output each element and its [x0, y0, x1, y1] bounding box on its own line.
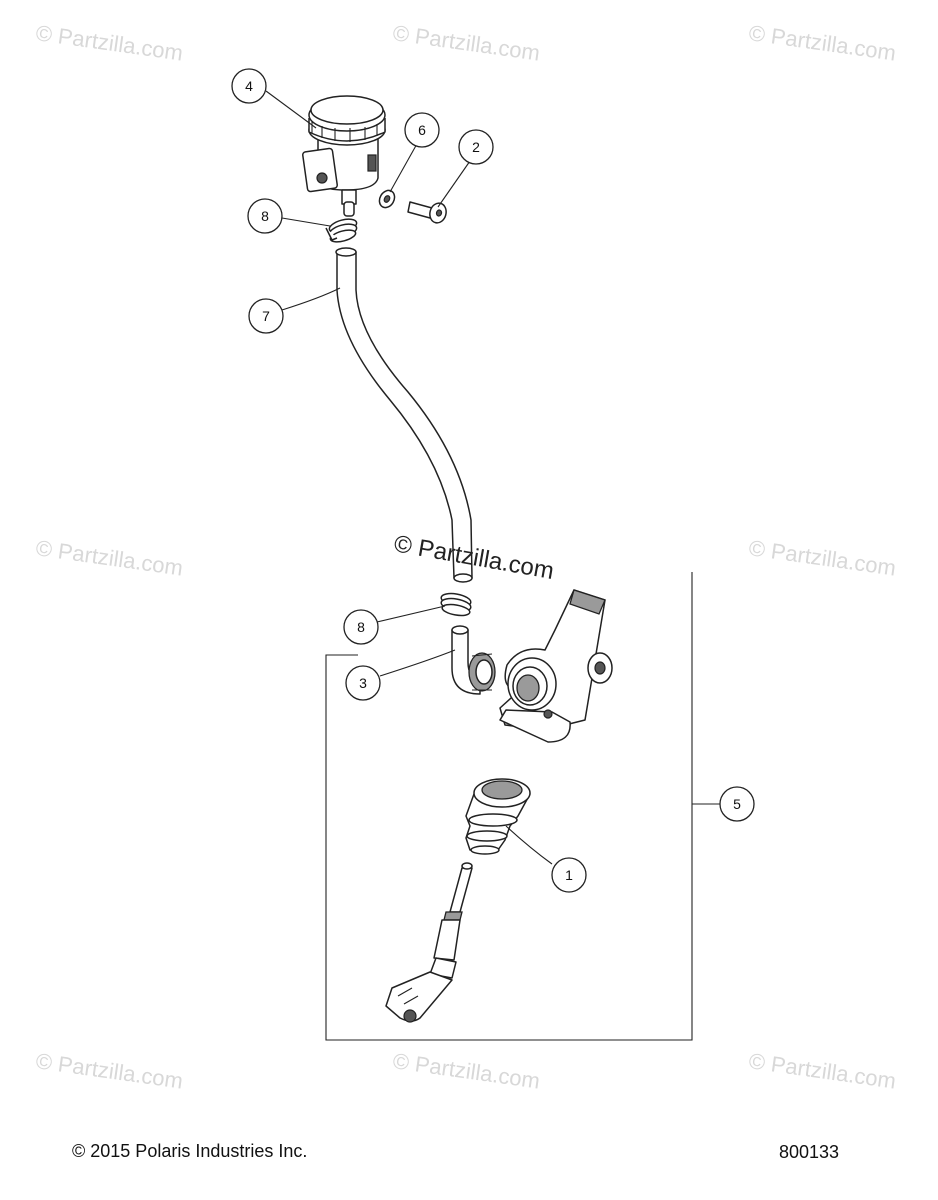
callout-label: 8 [357, 619, 365, 635]
callout-label: 2 [472, 139, 480, 155]
callout-label: 7 [262, 308, 270, 324]
watermark-top-center: © Partzilla.com [391, 20, 541, 65]
leader-lines [265, 90, 553, 865]
callout-5: 5 [719, 786, 755, 822]
boot-part [465, 778, 531, 855]
screw-part [407, 201, 447, 224]
hose-clamp-top-part [325, 218, 358, 243]
callout-2: 2 [458, 129, 494, 165]
watermark-mid-left: © Partzilla.com [34, 535, 184, 580]
callout-4: 4 [231, 68, 267, 104]
watermark-top-right: © Partzilla.com [747, 20, 897, 65]
watermark-bottom-right: © Partzilla.com [747, 1048, 897, 1093]
callout-8-top: 8 [247, 198, 283, 234]
assembly-bracket [325, 572, 720, 1041]
hose-part [335, 247, 473, 583]
callout-label: 6 [418, 122, 426, 138]
watermark-mid-right: © Partzilla.com [747, 535, 897, 580]
hose-clamp-bottom-part [440, 592, 472, 617]
master-cylinder-part [499, 589, 613, 743]
washer-part [378, 189, 396, 209]
callout-label: 3 [359, 675, 367, 691]
push-rod-part [385, 862, 473, 1023]
callout-3: 3 [345, 665, 381, 701]
callout-7: 7 [248, 298, 284, 334]
callout-8-bottom: 8 [343, 609, 379, 645]
callout-label: 8 [261, 208, 269, 224]
callout-label: 1 [565, 867, 573, 883]
callout-label: 5 [733, 796, 741, 812]
watermark-bottom-left: © Partzilla.com [34, 1048, 184, 1093]
watermark-top-left: © Partzilla.com [34, 20, 184, 65]
center-watermark: © Partzilla.com [392, 530, 556, 585]
copyright-text: © 2015 Polaris Industries Inc. [72, 1141, 307, 1161]
diagram-number: 800133 [779, 1142, 839, 1162]
elbow-fitting-part [451, 625, 496, 695]
callout-label: 4 [245, 78, 253, 94]
reservoir-part [302, 95, 386, 217]
watermark-bottom-center: © Partzilla.com [391, 1048, 541, 1093]
callout-6: 6 [404, 112, 440, 148]
callout-1: 1 [551, 857, 587, 893]
